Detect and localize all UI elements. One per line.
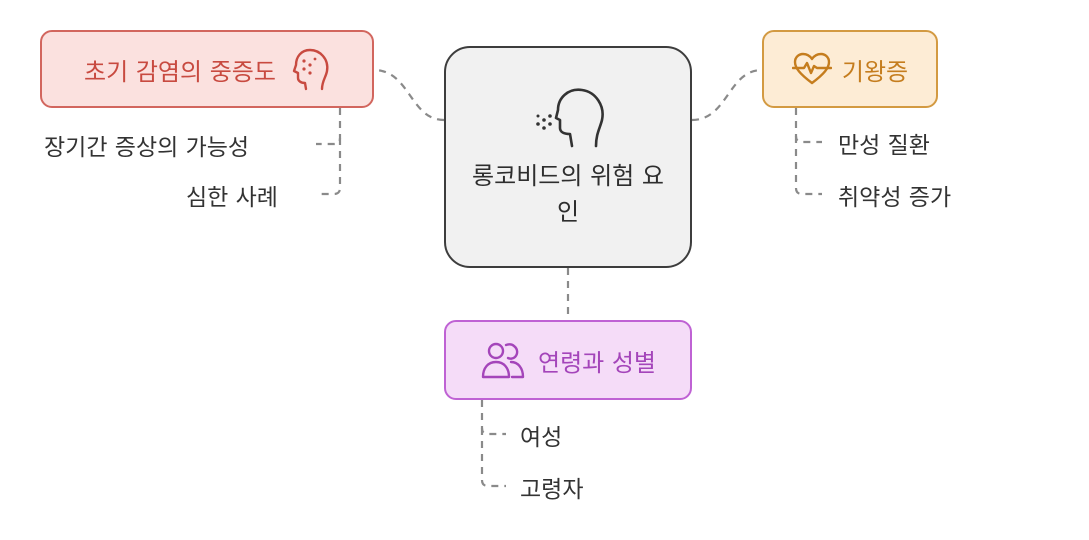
- leaf-severe-cases: 심한 사례: [186, 185, 278, 211]
- early-infection-severity-label: 초기 감염의 중증도: [84, 57, 276, 86]
- heart-pulse-icon: [791, 52, 832, 86]
- age-and-gender-label: 연령과 성별: [537, 348, 657, 377]
- leaf-long-term-symptoms: 장기간 증상의 가능성: [44, 135, 250, 161]
- leaf-female: 여성: [520, 425, 563, 451]
- connector-center-to-comorbidity: [691, 68, 763, 122]
- leaf-chronic-disease: 만성 질환: [838, 133, 930, 159]
- connector-center-to-early-infection: [373, 68, 445, 122]
- sneeze-face-icon: [290, 47, 330, 91]
- connector-comorbidity-leaf-1: [794, 108, 822, 144]
- connector-early-infection-leaf-2: [316, 138, 342, 196]
- connector-age-gender-leaf-1: [480, 400, 506, 436]
- head-breath-icon: [530, 84, 606, 150]
- early-infection-severity-node[interactable]: 초기 감염의 중증도: [40, 30, 374, 108]
- leaf-elderly: 고령자: [520, 477, 584, 503]
- connector-early-infection-leaf-1: [316, 108, 342, 146]
- comorbidity-node[interactable]: 기왕증: [762, 30, 938, 108]
- people-icon: [480, 340, 526, 380]
- connector-age-gender-leaf-2: [480, 428, 506, 488]
- connector-comorbidity-leaf-2: [794, 136, 822, 196]
- central-topic-node[interactable]: 롱코비드의 위험 요인: [444, 46, 692, 268]
- central-topic-title: 롱코비드의 위험 요인: [472, 162, 664, 226]
- age-and-gender-node[interactable]: 연령과 성별: [444, 320, 692, 400]
- comorbidity-label: 기왕증: [841, 57, 909, 86]
- leaf-increased-vulnerability: 취약성 증가: [838, 185, 952, 211]
